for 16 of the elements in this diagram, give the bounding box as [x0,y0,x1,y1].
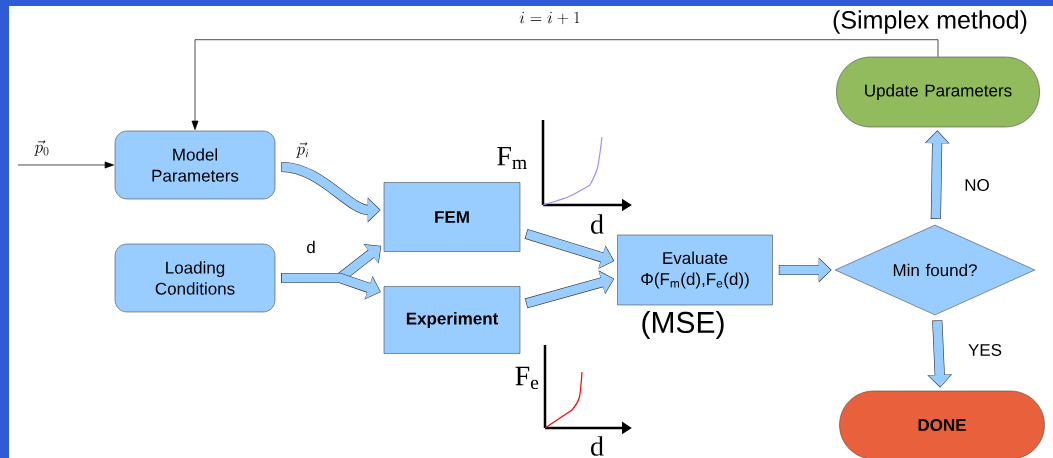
arrow [191,39,939,130]
rounded-box: Model Parameters [114,130,276,200]
process-box: Evaluate Φ(F$_{m}$(d),F$_{e}$(d)) [617,234,773,306]
annotation: (Simplex method) [833,10,1027,34]
arrow [17,161,114,169]
terminal-box: Update Parameters [836,56,1040,128]
axis-label: d [591,214,604,234]
terminal-box: DONE [839,390,1045,458]
process-box: Experiment [383,286,521,354]
process-box: FEM [383,182,521,252]
axis-label: d [591,436,604,456]
edge-label: d [305,239,317,255]
rounded-box: Loading Conditions [114,243,276,313]
annotation: (MSE) [642,311,724,339]
axis-label: F$_{m}$ [497,146,527,170]
axis-label: F$_{e}$ [515,366,539,390]
